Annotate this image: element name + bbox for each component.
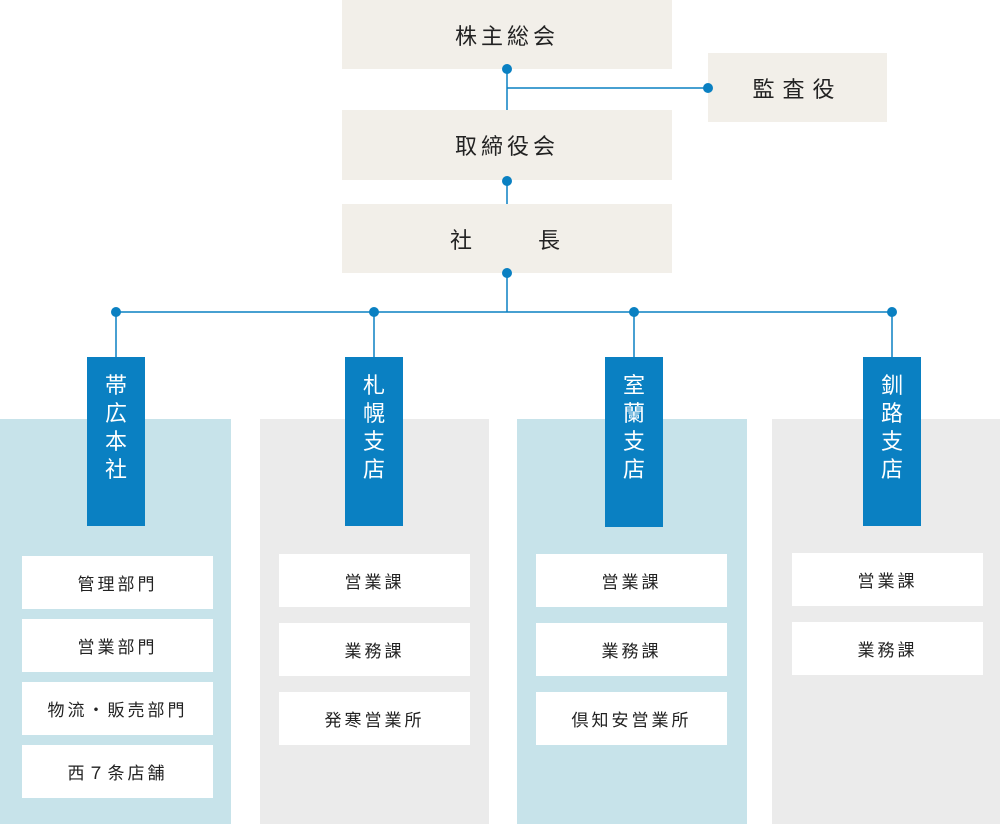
unit-box: 業務課 <box>792 622 983 675</box>
unit-label: 業務課 <box>344 642 405 662</box>
branch-char: 路 <box>880 402 903 427</box>
unit-label: 管理部門 <box>77 575 158 595</box>
unit-label: 西７条店舗 <box>67 764 168 784</box>
unit-box: 発寒営業所 <box>279 692 470 745</box>
unit-label: 業務課 <box>601 642 662 662</box>
president-box: 社 長 <box>342 204 672 273</box>
branch-char: 蘭 <box>622 402 645 427</box>
branch-label-sapporo: 札 幌 支 店 <box>345 357 403 526</box>
unit-box: 営業課 <box>792 553 983 606</box>
auditor-label: 監査役 <box>752 77 843 103</box>
unit-box: 物流・販売部門 <box>22 682 213 735</box>
unit-box: 業務課 <box>279 623 470 676</box>
shareholders-label: 株主総会 <box>454 24 559 50</box>
president-label-left: 社 <box>449 228 476 254</box>
unit-label: 物流・販売部門 <box>47 701 188 721</box>
branch-char: 社 <box>104 458 127 483</box>
branch-label-obihiro: 帯 広 本 社 <box>87 357 145 526</box>
unit-label: 営業課 <box>601 573 662 593</box>
unit-label: 発寒営業所 <box>324 711 425 731</box>
branch-char: 支 <box>622 430 645 455</box>
branch-char: 本 <box>104 430 127 455</box>
unit-label: 倶知安営業所 <box>571 711 692 731</box>
unit-box: 管理部門 <box>22 556 213 609</box>
unit-box: 倶知安営業所 <box>536 692 727 745</box>
branch-char: 広 <box>104 402 127 427</box>
branch-char: 支 <box>880 430 903 455</box>
shareholders-box: 株主総会 <box>342 0 672 69</box>
unit-box: 業務課 <box>536 623 727 676</box>
unit-label: 業務課 <box>857 641 918 661</box>
branch-char: 釧 <box>880 374 903 399</box>
president-label-right: 長 <box>538 228 565 254</box>
unit-label: 営業課 <box>857 572 918 592</box>
unit-box: 営業課 <box>279 554 470 607</box>
branch-char: 支 <box>362 430 385 455</box>
branch-char: 店 <box>622 458 645 483</box>
auditor-box: 監査役 <box>708 53 887 122</box>
board-label: 取締役会 <box>454 135 559 160</box>
branch-label-kushiro: 釧 路 支 店 <box>863 357 921 526</box>
unit-box: 営業部門 <box>22 619 213 672</box>
board-box: 取締役会 <box>342 110 672 180</box>
branch-char: 札 <box>362 374 385 399</box>
branch-char: 帯 <box>104 374 127 399</box>
unit-box: 西７条店舗 <box>22 745 213 798</box>
branch-char: 室 <box>622 374 645 399</box>
unit-label: 営業課 <box>344 573 405 593</box>
branch-char: 店 <box>880 458 903 483</box>
unit-box: 営業課 <box>536 554 727 607</box>
branch-char: 幌 <box>362 402 385 427</box>
branch-char: 店 <box>362 458 385 483</box>
branch-label-muroran: 室 蘭 支 店 <box>605 357 663 527</box>
unit-label: 営業部門 <box>77 638 158 658</box>
